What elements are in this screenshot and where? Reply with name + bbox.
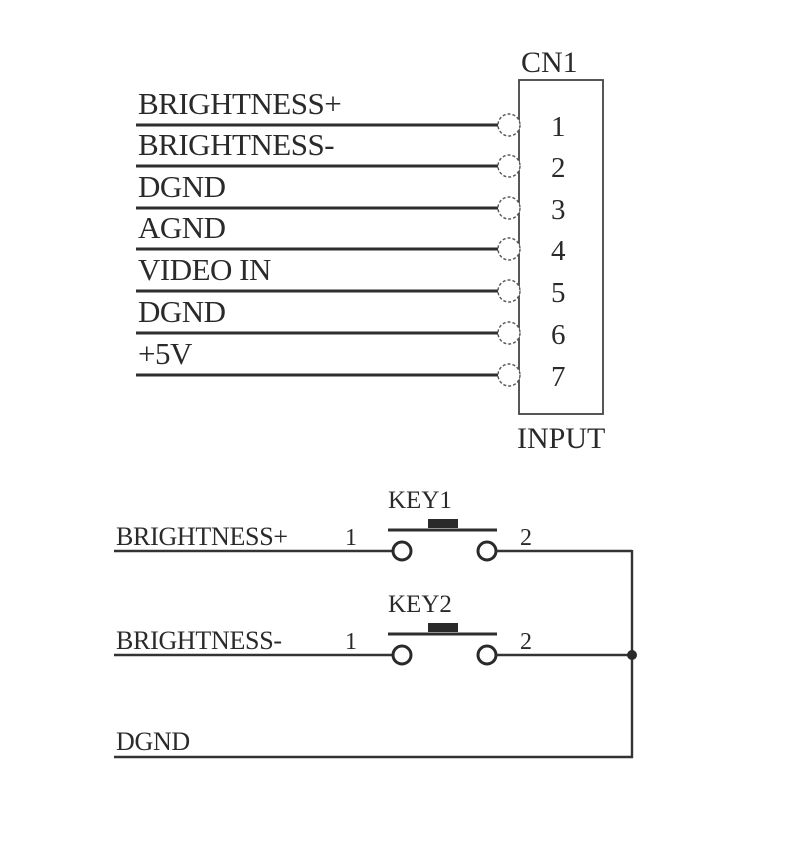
switch-key2: KEY2 BRIGHTNESS- 1 2 <box>114 591 632 666</box>
connector-pin-2: BRIGHTNESS- 2 <box>136 127 566 184</box>
pin-1-terminal <box>497 113 521 137</box>
pin-6-signal-label: DGND <box>138 294 226 329</box>
connector-ref: CN1 <box>521 46 578 79</box>
pin-2-signal-label: BRIGHTNESS- <box>138 127 334 162</box>
pin-3-number: 3 <box>551 194 566 226</box>
key1-actuator <box>428 519 458 528</box>
dgnd-net-label: DGND <box>116 727 190 756</box>
connector-pin-6: DGND 6 <box>136 294 566 351</box>
pin-7-terminal <box>497 363 521 387</box>
pin-2-number: 2 <box>551 152 566 184</box>
pin-6-terminal <box>497 321 521 345</box>
key1-terminal-right <box>476 540 498 562</box>
key1-pin-left-number: 1 <box>345 525 357 551</box>
pin-7-number: 7 <box>551 361 566 393</box>
key2-net-label: BRIGHTNESS- <box>116 626 282 655</box>
pin-3-signal-label: DGND <box>138 169 226 204</box>
switch-key1: KEY1 BRIGHTNESS+ 1 2 <box>114 487 632 562</box>
key2-pin-right-number: 2 <box>520 629 532 655</box>
connector-body <box>518 79 604 415</box>
connector-pin-1: BRIGHTNESS+ 1 <box>136 86 566 143</box>
pin-6-number: 6 <box>551 319 566 351</box>
pin-5-number: 5 <box>551 277 566 309</box>
pin-4-terminal <box>497 237 521 261</box>
pin-5-signal-label: VIDEO IN <box>138 252 271 287</box>
key1-net-label: BRIGHTNESS+ <box>116 522 288 551</box>
connector-pin-5: VIDEO IN 5 <box>136 252 566 309</box>
pin-1-signal-label: BRIGHTNESS+ <box>138 86 341 121</box>
connector-pin-7: +5V 7 <box>136 336 566 393</box>
pin-5-terminal <box>497 279 521 303</box>
key2-pin-left-number: 1 <box>345 629 357 655</box>
pin-4-number: 4 <box>551 235 566 267</box>
key2-terminal-right <box>476 644 498 666</box>
pin-1-number: 1 <box>551 111 566 143</box>
key1-ref: KEY1 <box>388 487 452 514</box>
connector-pin-3: DGND 3 <box>136 169 566 226</box>
key1-pin-right-number: 2 <box>520 525 532 551</box>
pin-2-terminal <box>497 154 521 178</box>
pin-3-terminal <box>497 196 521 220</box>
key1-terminal-left <box>391 540 413 562</box>
pin-4-signal-label: AGND <box>138 210 226 245</box>
connector-pin-4: AGND 4 <box>136 210 566 267</box>
key2-ref: KEY2 <box>388 591 452 618</box>
key2-terminal-left <box>391 644 413 666</box>
pin-7-signal-label: +5V <box>138 336 193 371</box>
junction-dot <box>627 650 637 660</box>
connector-caption: INPUT <box>517 422 605 455</box>
key2-actuator <box>428 623 458 632</box>
